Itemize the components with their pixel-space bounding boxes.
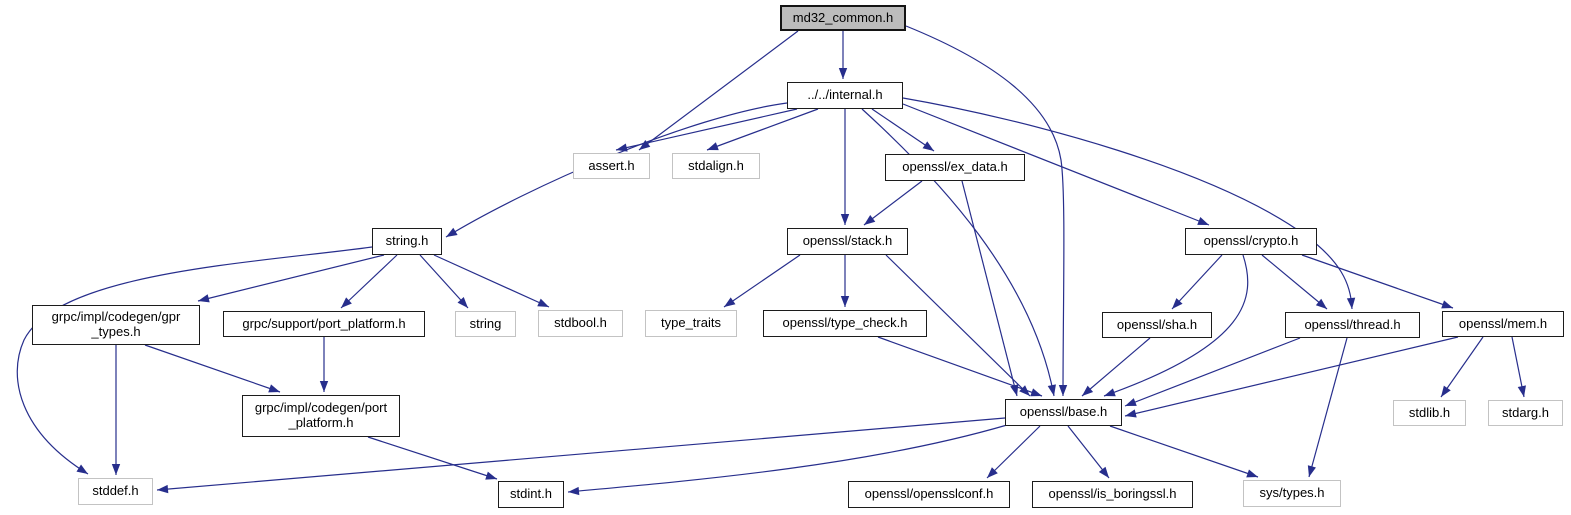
edge-base-is_boringssl [1067, 425, 1110, 479]
edge-thread-base [1124, 337, 1301, 407]
node-type_traits[interactable]: type_traits [645, 310, 737, 337]
arrowhead-codegen_pp-stdint [485, 471, 497, 480]
arrowhead-stack-type_check [840, 296, 850, 307]
arrowhead-internal-stdalign [707, 142, 719, 151]
edge-crypto-thread [1261, 254, 1328, 310]
arrowhead-internal-string_h [446, 227, 458, 237]
arrowhead-crypto-base [1104, 388, 1116, 397]
arrowhead-gpr_types-codegen_pp [268, 384, 280, 393]
arrowhead-type_check-base [1030, 388, 1042, 397]
node-sys_types[interactable]: sys/types.h [1243, 480, 1341, 507]
node-stack[interactable]: openssl/stack.h [787, 228, 908, 255]
edge-crypto-mem [1301, 254, 1454, 309]
node-thread[interactable]: openssl/thread.h [1285, 312, 1420, 338]
edge-internal-assert [615, 108, 798, 151]
arrowhead-stack-type_traits [724, 297, 736, 307]
node-sha[interactable]: openssl/sha.h [1102, 312, 1212, 338]
node-crypto[interactable]: openssl/crypto.h [1185, 228, 1317, 255]
arrowhead-sha-base [1082, 385, 1094, 396]
node-opensslconf[interactable]: openssl/opensslconf.h [848, 481, 1010, 508]
edge-stack-type_traits [723, 254, 801, 308]
arrowhead-ex_data-base [1010, 384, 1019, 396]
arrowhead-string_h-gpr_types [198, 294, 210, 303]
edge-thread-sys_types [1308, 337, 1348, 478]
edge-ex_data-base [961, 180, 1018, 397]
arrowhead-ex_data-stack [864, 215, 876, 225]
arrowhead-mem-base [1125, 409, 1137, 418]
node-stdalign[interactable]: stdalign.h [672, 153, 760, 179]
node-string_cpp[interactable]: string [455, 311, 516, 337]
arrowhead-md32-internal [838, 68, 848, 79]
node-base[interactable]: openssl/base.h [1005, 399, 1122, 426]
node-mem[interactable]: openssl/mem.h [1442, 311, 1564, 337]
node-stdarg[interactable]: stdarg.h [1488, 400, 1563, 426]
arrowhead-internal-thread [1346, 297, 1356, 309]
edge-gpr_types-codegen_pp [144, 344, 281, 393]
node-type_check[interactable]: openssl/type_check.h [763, 310, 927, 337]
node-stdlib[interactable]: stdlib.h [1393, 400, 1466, 426]
arrowhead-thread-sys_types [1307, 465, 1316, 477]
edge-mem-stdlib [1440, 336, 1484, 398]
node-ex_data[interactable]: openssl/ex_data.h [885, 154, 1025, 181]
arrowhead-string_h-string_cpp [457, 297, 468, 308]
edge-string_h-gpr_types [197, 254, 385, 302]
node-string_h[interactable]: string.h [372, 228, 442, 255]
node-codegen_pp[interactable]: grpc/impl/codegen/port _platform.h [242, 395, 400, 437]
arrowhead-md32-assert [639, 140, 651, 150]
arrowhead-md32-base [1058, 384, 1068, 396]
arrowhead-base-sys_types [1246, 469, 1258, 478]
arrowhead-mem-stdlib [1441, 385, 1451, 397]
arrowhead-mem-stdarg [1517, 385, 1526, 397]
arrowhead-string_h-stdbool [537, 298, 549, 307]
node-internal[interactable]: ../../internal.h [787, 82, 903, 109]
node-stdbool[interactable]: stdbool.h [538, 310, 623, 337]
arrowhead-base-opensslconf [987, 467, 998, 478]
arrowhead-crypto-sha [1172, 298, 1183, 309]
edge-md32-base [905, 25, 1065, 397]
arrowhead-base-is_boringssl [1098, 466, 1109, 478]
node-is_boringssl[interactable]: openssl/is_boringssl.h [1032, 481, 1193, 508]
edge-crypto-sha [1171, 254, 1223, 310]
edge-internal-stdalign [706, 108, 819, 151]
edge-sha-base [1081, 337, 1151, 397]
edge-string_h-stddef [16, 246, 373, 475]
arrowhead-internal-stack [840, 214, 850, 225]
arrowhead-internal-ex_data [922, 141, 934, 151]
arrowhead-base-stddef [157, 484, 169, 494]
arrowhead-stack-base [1019, 385, 1030, 396]
arrowhead-string_h-support_pp [341, 297, 352, 308]
edge-base-sys_types [1109, 425, 1259, 478]
node-gpr_types[interactable]: grpc/impl/codegen/gpr _types.h [32, 305, 200, 345]
arrowhead-support_pp-codegen_pp [319, 381, 329, 392]
arrowhead-crypto-mem [1441, 300, 1453, 309]
edge-mem-stdarg [1511, 336, 1525, 398]
edge-base-opensslconf [986, 425, 1041, 479]
arrowhead-thread-base [1125, 398, 1137, 406]
node-stddef[interactable]: stddef.h [78, 478, 153, 505]
arrowhead-base-stdint [568, 486, 580, 496]
edge-string_h-stdbool [433, 254, 550, 308]
node-assert[interactable]: assert.h [573, 153, 650, 179]
edge-ex_data-stack [863, 180, 923, 226]
arrowhead-internal-crypto [1197, 217, 1209, 225]
edge-internal-thread [902, 97, 1353, 310]
edge-type_check-base [877, 336, 1043, 397]
arrowhead-crypto-thread [1315, 298, 1327, 309]
edge-string_h-string_cpp [419, 254, 469, 309]
edge-string_h-support_pp [340, 254, 398, 309]
arrowhead-internal-assert [616, 143, 628, 152]
node-stdint[interactable]: stdint.h [498, 481, 564, 508]
edge-codegen_pp-stdint [367, 436, 498, 480]
arrowhead-gpr_types-stddef [111, 464, 121, 475]
arrowhead-string_h-stddef [76, 464, 88, 474]
edge-md32-assert [638, 30, 799, 151]
edge-internal-ex_data [871, 108, 935, 152]
arrowhead-internal-base [1047, 384, 1056, 396]
node-md32[interactable]: md32_common.h [780, 5, 906, 31]
node-support_pp[interactable]: grpc/support/port_platform.h [223, 311, 425, 337]
